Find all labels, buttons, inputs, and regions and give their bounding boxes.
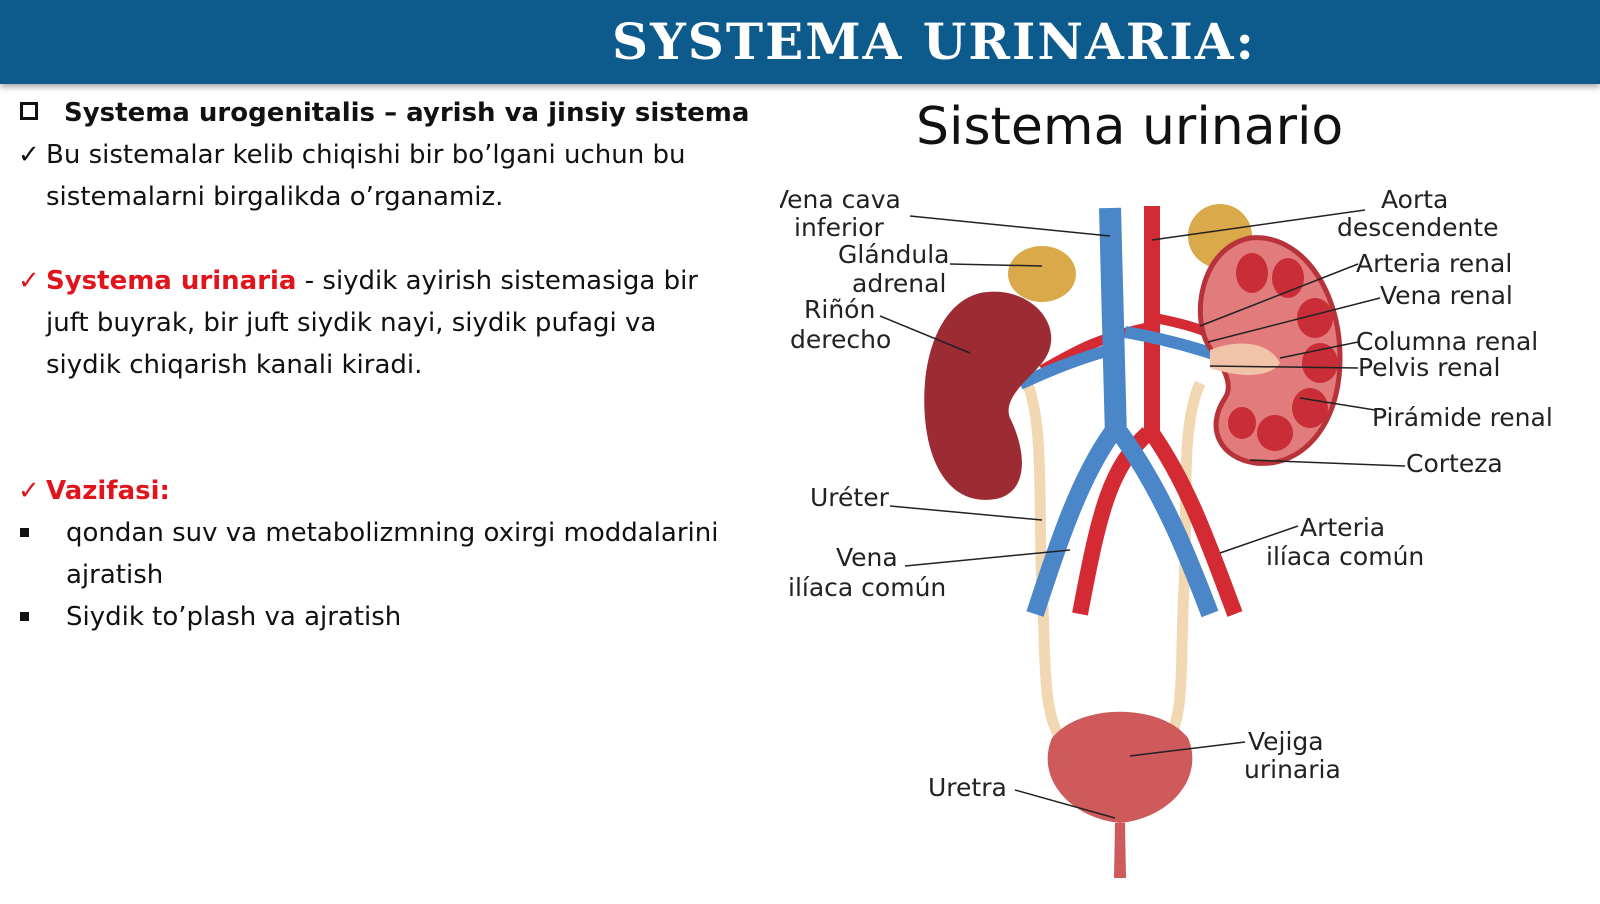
- urinary-system-diagram: Sistema urinario: [772, 88, 1600, 900]
- label-glandula-line-2: adrenal: [852, 269, 946, 298]
- label-arteria-iliaca-line-2: ilíaca común: [1266, 542, 1424, 571]
- paragraph-2-line-1: Systema urinaria - siydik ayirish sistem…: [46, 260, 698, 302]
- title-bar: SYSTEMA URINARIA:: [0, 0, 1600, 84]
- section-heading: Systema urogenitalis – ayrish va jinsiy …: [64, 98, 750, 128]
- bullet-2: Siydik to’plash va ajratish: [66, 602, 402, 632]
- bullet-1-line-2: ajratish: [66, 560, 164, 590]
- square-bullet-icon: [20, 612, 29, 621]
- left-iliac-vein: [1112, 427, 1219, 618]
- label-ureter: Uréter: [810, 483, 890, 512]
- paragraph-2-line-2: juft buyrak, bir juft siydik nayi, siydi…: [46, 308, 657, 338]
- label-vejiga-line-2: urinaria: [1244, 755, 1341, 784]
- label-glandula-line-1: Glándula: [838, 240, 949, 269]
- label-rinon-line-2: derecho: [790, 325, 891, 354]
- label-corteza: Corteza: [1406, 449, 1503, 478]
- left-iliac-artery: [1145, 428, 1243, 617]
- label-aorta-line-2: descendente: [1337, 213, 1499, 242]
- label-vena-cava-line-2: inferior: [794, 213, 884, 242]
- checkmark-icon: ✓: [18, 476, 40, 506]
- right-renal-vein: [1017, 344, 1112, 390]
- checkbox-bullet-icon: [20, 102, 38, 120]
- label-vena-cava-line-1: Vena cava: [780, 185, 901, 214]
- vena-cava: [1099, 207, 1127, 439]
- urinary-bladder: [1047, 711, 1193, 823]
- functions-title: Vazifasi:: [46, 476, 170, 506]
- paragraph-1-line-2: sistemalarni birgalikda o’rganamiz.: [46, 182, 504, 212]
- checkmark-icon: ✓: [18, 266, 40, 296]
- label-vena-renal: Vena renal: [1380, 281, 1513, 310]
- label-arteria-iliaca-line-1: Arteria: [1300, 513, 1385, 542]
- label-columna-renal: Columna renal: [1356, 327, 1538, 356]
- checkmark-icon: ✓: [18, 140, 40, 170]
- square-bullet-icon: [20, 528, 29, 537]
- diagram-svg: Sistema urinario: [772, 97, 1553, 878]
- urethra: [1114, 823, 1126, 878]
- right-kidney: [924, 291, 1052, 500]
- paragraph-2-line-1-rest: - siydik ayirish sistemasiga bir: [296, 266, 698, 296]
- label-uretra: Uretra: [928, 773, 1007, 802]
- label-arteria-renal: Arteria renal: [1356, 249, 1512, 278]
- diagram-title: Sistema urinario: [916, 97, 1343, 157]
- label-piramide-renal: Pirámide renal: [1372, 403, 1553, 432]
- bullet-1-line-1: qondan suv va metabolizmning oxirgi modd…: [66, 518, 719, 548]
- leader-lines: [879, 209, 1406, 819]
- label-vejiga-line-1: Vejiga: [1248, 727, 1324, 756]
- label-vena-iliaca-line-1: Vena: [836, 543, 898, 572]
- label-rinon-line-1: Riñón: [804, 295, 875, 324]
- slide-title: SYSTEMA URINARIA:: [612, 12, 1257, 71]
- right-adrenal-gland: [1008, 246, 1076, 302]
- paragraph-1-line-1: Bu sistemalar kelib chiqishi bir bo’lgan…: [46, 140, 686, 170]
- label-aorta-line-1: Aorta: [1381, 185, 1448, 214]
- left-ureter: [1164, 380, 1206, 741]
- right-iliac-vein: [1026, 427, 1120, 617]
- term-systema-urinaria: Systema urinaria: [46, 266, 297, 296]
- label-pelvis-renal: Pelvis renal: [1358, 353, 1500, 382]
- label-vena-iliaca-line-2: ilíaca común: [788, 573, 946, 602]
- paragraph-2-line-3: siydik chiqarish kanali kiradi.: [46, 350, 423, 380]
